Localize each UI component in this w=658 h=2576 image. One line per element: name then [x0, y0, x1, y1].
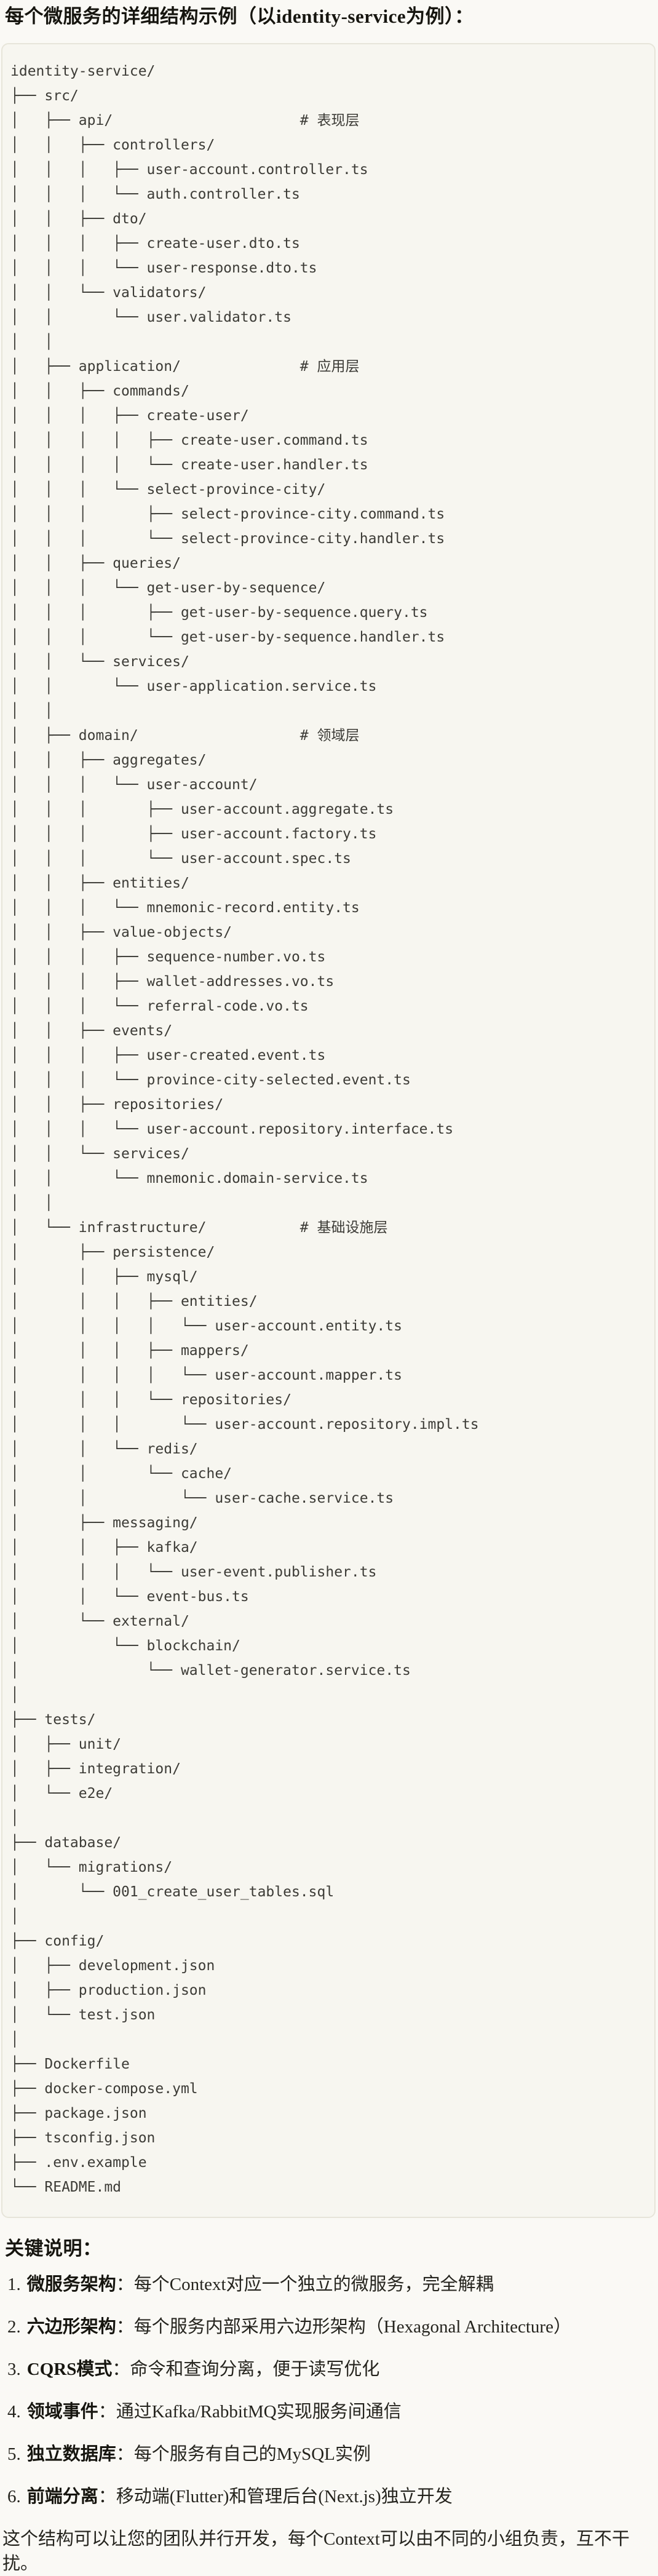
note-number: 3. — [7, 2359, 21, 2379]
note-number: 6. — [7, 2487, 21, 2506]
note-description: 移动端(Flutter)和管理后台(Next.js)独立开发 — [116, 2487, 453, 2506]
directory-tree-text: identity-service/ ├── src/ │ ├── api/ # … — [10, 63, 479, 2195]
note-item: 4.领域事件：通过Kafka/RabbitMQ实现服务间通信 — [7, 2399, 653, 2424]
note-item: 1. 微服务架构：每个Context对应一个独立的微服务，完全解耦 — [7, 2272, 653, 2297]
note-number: 2. — [7, 2317, 21, 2337]
note-colon: ： — [116, 2275, 134, 2294]
note-term: 独立数据库 — [26, 2444, 116, 2464]
note-description: 每个Context对应一个独立的微服务，完全解耦 — [133, 2275, 494, 2294]
note-description: 命令和查询分离，便于读写优化 — [130, 2359, 380, 2379]
note-term: 领域事件 — [26, 2402, 98, 2422]
note-colon: ： — [98, 2487, 116, 2506]
note-item: 3.CQRS模式：命令和查询分离，便于读写优化 — [7, 2357, 653, 2382]
note-term: 六边形架构 — [26, 2317, 116, 2337]
note-colon: ： — [116, 2444, 134, 2464]
note-colon: ： — [116, 2317, 134, 2337]
note-colon: ： — [98, 2402, 116, 2422]
note-description: 每个服务内部采用六边形架构（Hexagonal Architecture） — [133, 2317, 571, 2337]
note-term: 微服务架构 — [26, 2275, 116, 2294]
note-number: 5. — [7, 2444, 21, 2464]
note-item: 6. 前端分离：移动端(Flutter)和管理后台(Next.js)独立开发 — [7, 2484, 653, 2509]
note-term: CQRS模式 — [26, 2359, 113, 2379]
note-item: 2.六边形架构：每个服务内部采用六边形架构（Hexagonal Architec… — [7, 2315, 653, 2339]
note-description: 通过Kafka/RabbitMQ实现服务间通信 — [116, 2402, 402, 2422]
code-block: identity-service/ ├── src/ │ ├── api/ # … — [1, 43, 656, 2218]
page-title: 每个微服务的详细结构示例（以identity-service为例）： — [5, 6, 474, 27]
note-number: 4. — [7, 2402, 21, 2422]
note-colon: ： — [112, 2359, 130, 2379]
note-number: 1. — [7, 2275, 21, 2294]
note-term: 前端分离 — [26, 2487, 98, 2506]
notes-heading: 关键说明： — [5, 2238, 102, 2259]
note-item: 5.独立数据库：每个服务有自己的MySQL实例 — [7, 2442, 653, 2467]
notes-list: 1.微服务架构：每个Context对应一个独立的微服务，完全解耦 2.六边形架构… — [5, 2272, 653, 2509]
note-description: 每个服务有自己的MySQL实例 — [133, 2444, 371, 2464]
footer-paragraph: 这个结构可以让您的团队并行开发，每个Context可以由不同的小组负责，互不干扰… — [2, 2529, 630, 2574]
